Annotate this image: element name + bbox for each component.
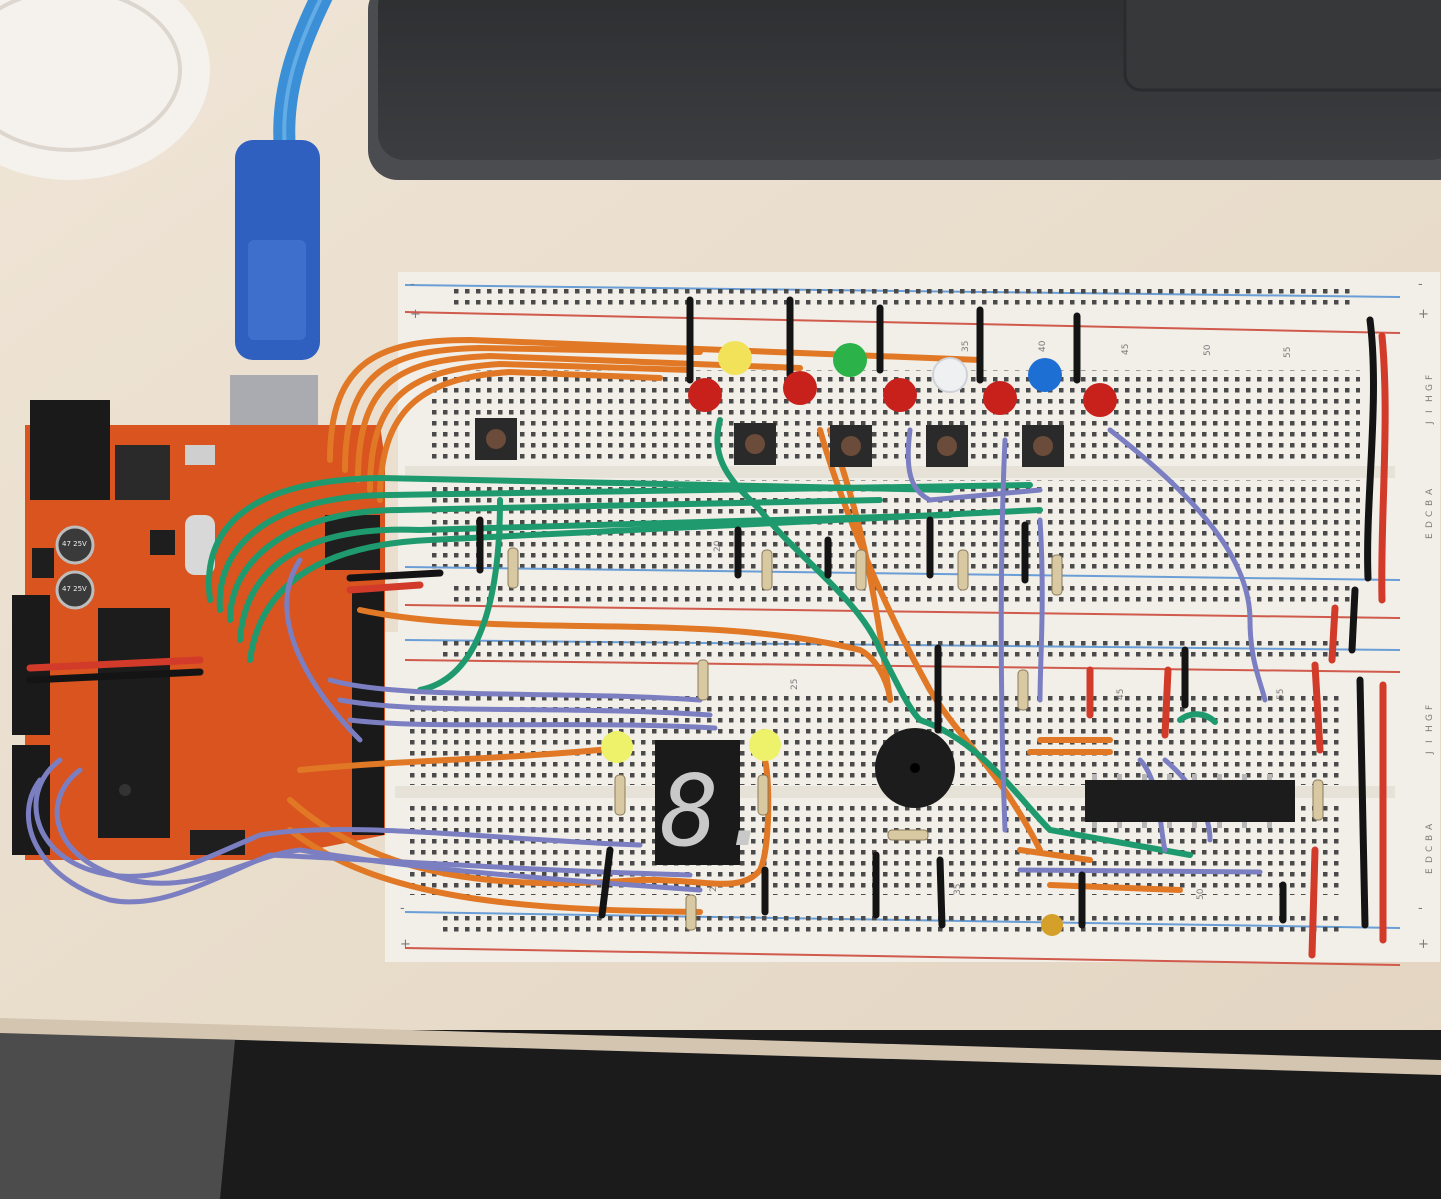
rail-plus: + (400, 937, 411, 952)
row-letter: D (1425, 856, 1435, 863)
row-letter: F (1425, 705, 1435, 710)
column-number: 45 (1116, 689, 1126, 700)
cap-label-1: 47 25V (62, 540, 87, 548)
row-letter: G (1425, 714, 1435, 721)
push-buttons (475, 418, 1064, 467)
rail-minus: - (400, 901, 405, 916)
row-letter: F (1425, 375, 1435, 380)
arduino-board (12, 400, 385, 860)
plastic-container (0, 0, 210, 180)
column-number: 45 (1121, 344, 1131, 355)
column-number: 55 (1283, 347, 1293, 358)
column-number: 25 (790, 679, 800, 690)
column-number: 20 (713, 540, 723, 552)
row-letter: C (1425, 846, 1435, 852)
column-number: 35 (961, 341, 971, 352)
desk-edge (0, 1018, 1441, 1075)
row-letter: C (1425, 511, 1435, 517)
floor-gray (0, 1030, 235, 1199)
breadboard-top (398, 272, 1440, 632)
cap-label-2: 47 25V (62, 585, 87, 593)
resistors (507, 547, 1324, 931)
seven-segment-display (655, 740, 740, 865)
column-number: 25 (793, 541, 803, 552)
short-jumpers (26, 296, 1389, 959)
rail-plus: + (410, 307, 421, 322)
column-number: 35 (953, 884, 963, 895)
row-letter: I (1425, 740, 1435, 743)
seven-segment-digit: 8. (660, 755, 778, 869)
row-letter: H (1425, 725, 1435, 732)
rail-plus: + (1418, 937, 1429, 952)
row-letter: B (1425, 835, 1435, 841)
row-letter: J (1425, 421, 1435, 425)
rail-minus: - (1418, 901, 1423, 916)
rail-minus: - (410, 277, 415, 292)
row-letter: A (1425, 823, 1435, 830)
leds-bottom (601, 729, 1063, 936)
row-letter: H (1425, 395, 1435, 402)
row-letter: E (1425, 868, 1435, 874)
row-letter: D (1425, 521, 1435, 528)
ic-chip (1085, 780, 1295, 822)
rail-plus: + (1418, 307, 1429, 322)
column-number: 50 (1203, 344, 1213, 356)
column-number: 55 (1276, 689, 1286, 700)
row-letter: E (1425, 533, 1435, 539)
row-letter: A (1425, 488, 1435, 495)
row-letter: I (1425, 410, 1435, 413)
laptop-touchpad (1123, 0, 1441, 92)
column-number: 40 (1038, 340, 1048, 352)
column-number: 50 (1196, 888, 1206, 900)
leds-top (688, 341, 1117, 417)
row-letter: B (1425, 500, 1435, 506)
row-letter: J (1425, 751, 1435, 755)
row-letter: G (1425, 384, 1435, 391)
green-wires (205, 417, 1218, 858)
rail-minus: - (1418, 277, 1423, 292)
